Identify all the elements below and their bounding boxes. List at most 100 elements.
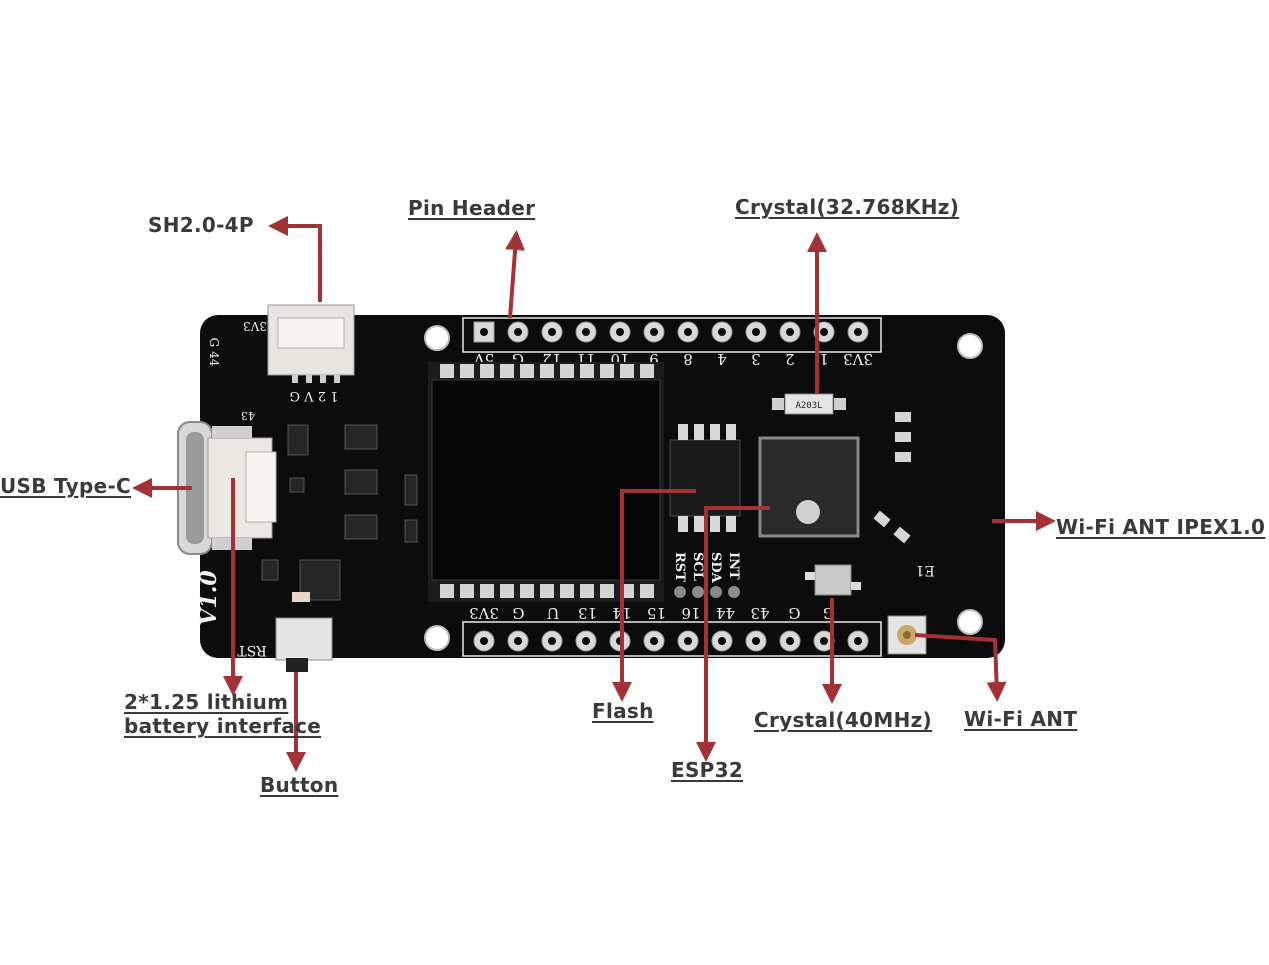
display-module: [428, 362, 664, 602]
label-button: Button: [260, 773, 339, 797]
left-components: [261, 424, 418, 601]
header-pad-hole: [752, 328, 760, 336]
display-pad: [540, 364, 554, 378]
pin-label: U: [547, 604, 560, 622]
io-label: RST: [672, 552, 687, 582]
callout-arrows: [132, 216, 1056, 772]
pin-label: G: [823, 604, 835, 622]
header-pad-hole: [684, 637, 692, 645]
io-label: SCL: [690, 552, 705, 581]
reset-button: [275, 617, 333, 672]
display-pad: [620, 364, 634, 378]
display-pad: [520, 584, 534, 598]
io-test-pads: [674, 586, 740, 598]
arrow-pin-header: [505, 230, 526, 319]
header-pad-hole: [650, 637, 658, 645]
io-label: SDA: [708, 552, 723, 584]
pin-label: G: [789, 604, 801, 622]
usb-type-c-port: [177, 421, 213, 555]
display-pad: [460, 584, 474, 598]
header-pad-hole: [582, 328, 590, 336]
arrow-sh-connector: [268, 216, 322, 302]
display-pad: [640, 364, 654, 378]
pin-label: G: [512, 350, 524, 368]
pin-label: 15: [647, 604, 666, 622]
pin-label: 2: [785, 350, 795, 368]
header-pad-hole: [718, 637, 726, 645]
label-crystal-32k: Crystal(32.768KHz): [735, 195, 960, 219]
rst-silk: RST: [237, 642, 267, 658]
label-battery-line2: battery interface: [124, 714, 322, 738]
header-pad-hole: [514, 328, 522, 336]
display-pad: [600, 364, 614, 378]
display-pad: [440, 584, 454, 598]
pin-label: 13: [578, 604, 597, 622]
mounting-hole-bottom-left: [424, 625, 450, 651]
label-wifi-ipex: Wi-Fi ANT IPEX1.0: [1056, 515, 1266, 539]
pin-label: 4: [717, 350, 727, 368]
header-pad-hole: [548, 328, 556, 336]
sh-silk-3v3: 3V3: [243, 319, 267, 333]
display-pad: [500, 364, 514, 378]
top-pin-header: [473, 321, 869, 343]
label-battery-line1: 2*1.25 lithium: [124, 690, 289, 714]
display-pad: [560, 584, 574, 598]
header-pad-hole: [854, 328, 862, 336]
label-flash: Flash: [592, 699, 654, 723]
version-silk: V1.0: [196, 570, 222, 626]
display-pad: [560, 364, 574, 378]
pin-label: 44: [716, 604, 735, 622]
label-esp32: ESP32: [671, 758, 744, 782]
display-pad: [480, 584, 494, 598]
header-pad-hole: [718, 328, 726, 336]
header-pad-hole: [480, 637, 488, 645]
pin-label: 9: [649, 350, 659, 368]
pin-label: G: [513, 604, 525, 622]
pin-label: 3: [751, 350, 761, 368]
label-sh-connector: SH2.0-4P: [148, 213, 254, 237]
header-pad-hole: [820, 637, 828, 645]
esp32-chip: [758, 436, 860, 538]
display-pad: [580, 364, 594, 378]
display-pad: [480, 364, 494, 378]
header-pad-hole: [752, 637, 760, 645]
header-pad-hole: [548, 637, 556, 645]
crystal-40mhz: [805, 564, 861, 596]
pin-label: 1: [819, 350, 829, 368]
flash-chip: [669, 424, 741, 532]
pin-label: 43: [750, 604, 769, 622]
antenna-silk: E1: [915, 562, 934, 578]
display-pad: [580, 584, 594, 598]
display-pad: [460, 364, 474, 378]
header-pad-hole: [582, 637, 590, 645]
battery-connector: [207, 426, 277, 550]
header-pad-hole: [616, 328, 624, 336]
header-pad-hole: [650, 328, 658, 336]
header-pad-hole: [786, 328, 794, 336]
io-label: INT: [726, 552, 741, 580]
side-silk-43: 43: [241, 409, 255, 422]
pin-label: 16: [681, 604, 700, 622]
crystal-32khz: [772, 393, 846, 415]
header-pad-hole: [514, 637, 522, 645]
header-pad-hole: [854, 637, 862, 645]
pin-label: 8: [683, 350, 693, 368]
label-crystal-40m: Crystal(40MHz): [754, 708, 932, 732]
label-usb: USB Type-C: [0, 474, 132, 498]
display-solder-pads: [440, 364, 654, 598]
sh-pin-labels: 1 2 V G: [290, 388, 339, 403]
mounting-hole-top-left: [424, 325, 450, 351]
arrow-flash: [612, 489, 696, 702]
header-pad-hole: [820, 328, 828, 336]
pin-label: 3V3: [843, 350, 873, 368]
sh-connector: [267, 304, 355, 383]
display-pad: [440, 364, 454, 378]
display-pad: [640, 584, 654, 598]
header-pad-hole: [684, 328, 692, 336]
arrow-esp32: [696, 506, 770, 762]
pin-label: 3V3: [469, 604, 499, 622]
arrow-wifi-ant: [914, 633, 1007, 702]
